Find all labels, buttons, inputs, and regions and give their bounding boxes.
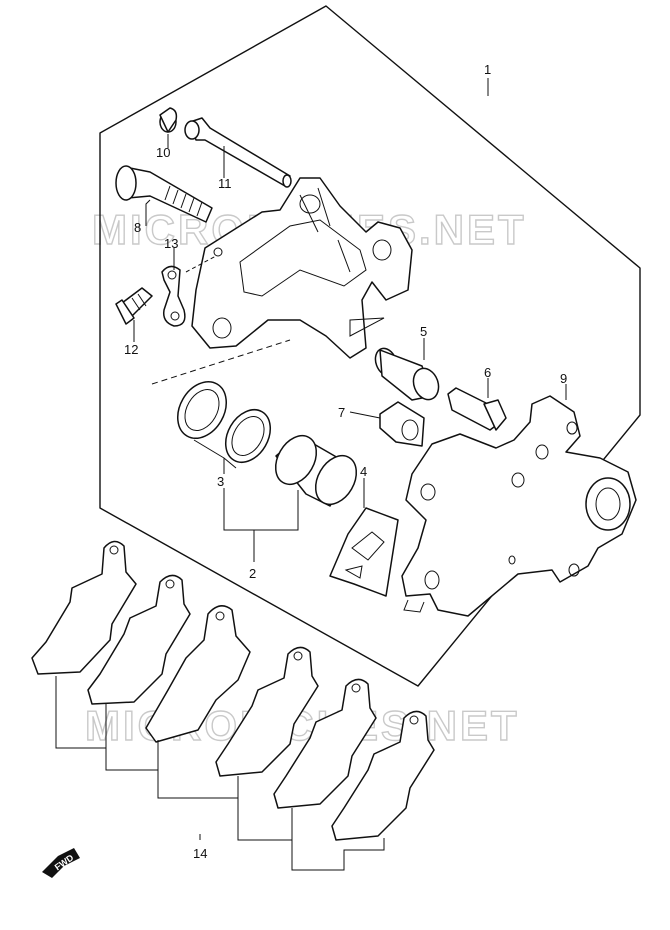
callout-13: 13 <box>164 236 178 251</box>
part-4-pad-spring <box>329 507 399 597</box>
part-3-seals <box>177 381 272 463</box>
brake-pad-5 <box>273 678 377 809</box>
callout-7: 7 <box>338 405 345 420</box>
callout-9: 9 <box>560 371 567 386</box>
brake-pad-4 <box>215 646 319 777</box>
part-14-brake-pads <box>31 540 435 841</box>
callout-1: 1 <box>484 62 491 77</box>
part-5-boot-pin <box>374 347 440 401</box>
alignment-lines <box>151 255 385 385</box>
part-12-bleeder-valve <box>115 287 153 325</box>
callout-12: 12 <box>124 342 138 357</box>
leader-lines <box>55 78 567 871</box>
brake-pad-6 <box>331 710 435 841</box>
brake-pad-3 <box>145 605 251 743</box>
callout-8: 8 <box>134 220 141 235</box>
callout-4: 4 <box>360 464 367 479</box>
part-9-caliper-bracket <box>401 395 637 617</box>
assembly-frame <box>99 5 641 687</box>
caliper-body <box>191 177 413 359</box>
brake-pad-1 <box>31 540 137 675</box>
part-7-boot <box>379 401 425 447</box>
callout-2: 2 <box>249 566 256 581</box>
part-10-bush <box>159 107 178 133</box>
part-11-slide-pin <box>184 117 292 188</box>
callout-11: 11 <box>218 176 232 191</box>
callout-6: 6 <box>484 365 491 380</box>
callout-14: 14 <box>193 846 207 861</box>
part-8-bolt <box>115 165 213 223</box>
part-6-pin <box>447 387 507 431</box>
part-2-piston <box>274 435 358 507</box>
brake-pad-2 <box>87 574 191 705</box>
fwd-direction-badge: FWD <box>42 848 80 878</box>
callout-5: 5 <box>420 324 427 339</box>
callout-10: 10 <box>156 145 170 160</box>
callout-3: 3 <box>217 474 224 489</box>
part-13-plate <box>161 265 186 327</box>
